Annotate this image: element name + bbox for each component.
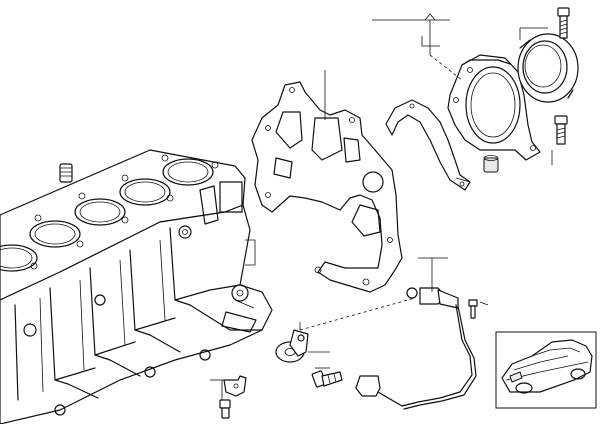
- shaft-seal[interactable]: [517, 33, 579, 103]
- dowel-sleeve-left[interactable]: [59, 163, 73, 183]
- block-bosses: [23, 181, 257, 416]
- bolt-top[interactable]: [557, 7, 570, 39]
- deck-bolt-holes: [30, 154, 219, 270]
- rear-end-plate[interactable]: [251, 81, 403, 293]
- thumbnail: [495, 331, 597, 409]
- crankshaft-sensor[interactable]: [355, 287, 477, 410]
- block-ribs: [14, 227, 263, 401]
- knock-sensor-bolt[interactable]: [311, 370, 343, 388]
- leader-lines: [210, 13, 553, 400]
- car-silhouette-icon: [501, 339, 593, 394]
- plug[interactable]: [219, 399, 231, 419]
- cylinder-bores: [0, 158, 214, 272]
- bolt-seal-carrier[interactable]: [554, 115, 568, 145]
- gasket[interactable]: [385, 99, 471, 191]
- dowel-sleeve-right[interactable]: [483, 155, 499, 173]
- bracket[interactable]: [223, 375, 247, 397]
- engine-block[interactable]: [0, 149, 273, 424]
- seal-carrier[interactable]: [447, 54, 541, 161]
- sensor-screw[interactable]: [468, 299, 478, 319]
- knock-sensor[interactable]: [275, 329, 309, 363]
